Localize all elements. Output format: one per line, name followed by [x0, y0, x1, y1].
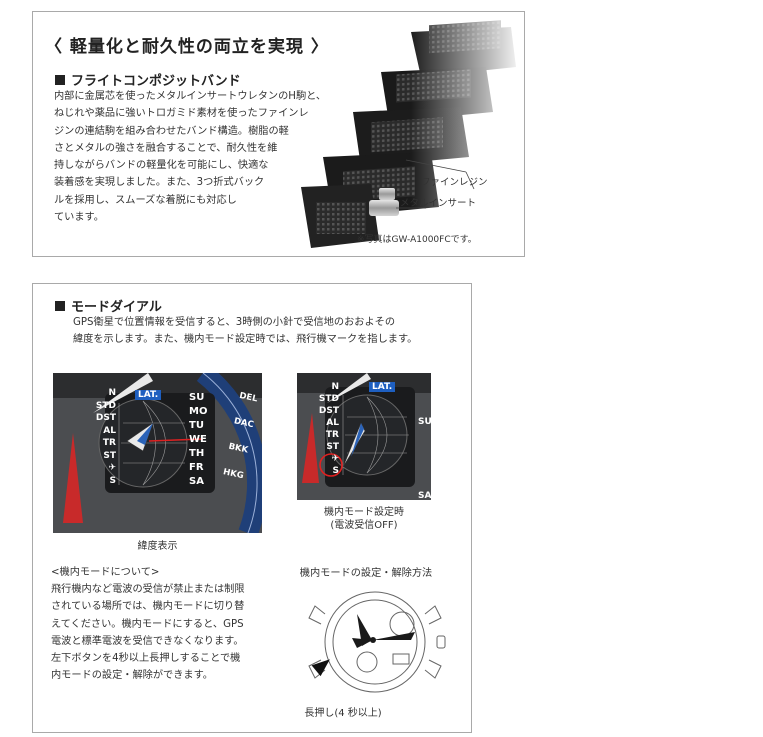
weekday-label: TH: [189, 448, 205, 459]
watch-line-drawing: [297, 584, 447, 704]
weekday-label: SA: [418, 491, 431, 500]
scale-label: AL: [326, 418, 339, 428]
method-title: 機内モードの設定・解除方法: [299, 568, 433, 579]
scale-label: TR: [102, 438, 116, 448]
weekday-label: MO: [189, 406, 208, 417]
square-bullet-icon: [55, 75, 65, 85]
band-feature-panel: 〈 軽量化と耐久性の両立を実現 〉 フライトコンポジットバンド 内部に金属芯を使…: [32, 11, 525, 257]
scale-label: TR: [325, 430, 339, 440]
mode-dial-intro: GPS衛星で位置情報を受信すると、3時側の小針で受信地のおおよその 緯度を示しま…: [73, 314, 417, 349]
airplane-note-line: 飛行機内など電波の受信が禁止または制限: [51, 584, 245, 596]
weekday-scale: SU SA: [418, 385, 431, 500]
lat-badge: LAT.: [135, 390, 162, 400]
airplane-mode-note: <機内モードについて> 飛行機内など電波の受信が禁止または制限 されている場所で…: [51, 564, 245, 684]
airplane-note-heading: <機内モードについて>: [51, 567, 160, 578]
scale-label: DST: [95, 413, 116, 423]
scale-label: N: [108, 388, 116, 398]
scale-label: DST: [318, 406, 339, 416]
caption-line: 機内モード設定時: [324, 507, 404, 518]
weekday-label: SU: [189, 392, 205, 403]
mode-dial-intro-line: 緯度を示します。また、機内モード設定時では、飛行機マークを指します。: [73, 334, 418, 346]
band-section-title: フライトコンポジットバンド: [55, 70, 241, 89]
band-photo: [261, 12, 524, 256]
caption-line: (電波受信OFF): [330, 520, 398, 531]
left-scale-right-dial: N STD DST AL TR ST ✈ S: [313, 381, 339, 477]
latitude-caption: 緯度表示: [137, 541, 178, 552]
airplane-icon: ✈: [108, 463, 116, 473]
label-metal-insert: メタルインサート: [400, 198, 477, 209]
label-fine-resin: ファインレジン: [421, 177, 488, 188]
band-description: 内部に金属芯を使ったメタルインサートウレタンのH駒と、 ねじれや薬品に強いトロガ…: [54, 88, 326, 226]
airplane-note-line: されている場所では、機内モードに切り替: [51, 601, 245, 613]
weekday-label: SU: [418, 417, 431, 427]
airplane-note-line: 内モードの設定・解除ができます。: [51, 670, 213, 682]
band-description-line: 装着感を実現しました。また、3つ折式バック: [54, 177, 265, 189]
weekday-label: TU: [189, 420, 204, 431]
band-description-line: さとメタルの強さを融合することで、耐久性を維: [54, 142, 278, 154]
square-bullet-icon: [55, 301, 65, 311]
band-description-line: ジンの連結駒を組み合わせたバンド構造。樹脂の軽: [54, 125, 289, 137]
band-description-line: ています。: [54, 212, 104, 224]
scale-label: AL: [103, 425, 116, 436]
scale-label: ST: [103, 450, 116, 461]
weekday-label: FR: [189, 462, 204, 473]
left-scale-left-dial: N STD DST AL TR ST ✈ S: [92, 387, 116, 487]
lat-badge: LAT.: [369, 382, 396, 392]
band-description-line: 持しながらバンドの軽量化を可能にし、快適な: [54, 160, 269, 172]
band-headline: 〈 軽量化と耐久性の両立を実現 〉: [45, 37, 329, 57]
airplane-note-line: 電波と標準電波を受信できなくなります。: [51, 635, 244, 647]
weekday-scale: SU MO TU WE TH FR SA: [189, 391, 207, 489]
band-description-line: ルを採用し、スムーズな着脱にも対応し: [54, 194, 237, 206]
mode-dial-section-title: モードダイアル: [55, 296, 162, 315]
airplane-mode-dial-image: LAT. N STD DST AL TR ST ✈ S SU SA: [297, 373, 431, 500]
scale-label: S: [332, 466, 339, 476]
weekday-label: WE: [189, 434, 207, 445]
press-duration-label: 長押し(4 秒以上): [304, 708, 382, 719]
scale-label: S: [109, 475, 116, 486]
latitude-dial-image: LAT. N STD DST AL TR ST ✈ S SU MO TU WE …: [53, 373, 262, 533]
mode-dial-intro-line: GPS衛星で位置情報を受信すると、3時側の小針で受信地のおおよその: [73, 317, 396, 328]
airplane-note-line: 左下ボタンを4秒以上長押しすることで機: [51, 653, 241, 665]
scale-label: N: [331, 382, 339, 392]
scale-label: STD: [318, 394, 339, 404]
band-description-line: 内部に金属芯を使ったメタルインサートウレタンのH駒と、: [54, 91, 327, 102]
weekday-label: SA: [189, 476, 204, 487]
airplane-mode-caption: 機内モード設定時 (電波受信OFF): [297, 506, 431, 532]
scale-label: STD: [95, 400, 116, 411]
airplane-note-line: えてください。機内モードにすると、GPS: [51, 618, 244, 630]
mode-dial-panel: モードダイアル GPS衛星で位置情報を受信すると、3時側の小針で受信地のおおよそ…: [32, 283, 472, 733]
photo-note: ※写真はGW-A1000FCです。: [357, 235, 477, 245]
airplane-icon: ✈: [331, 454, 339, 464]
band-description-line: ねじれや薬品に強いトロガミド素材を使ったファインレ: [54, 108, 309, 120]
scale-label: ST: [326, 442, 339, 452]
